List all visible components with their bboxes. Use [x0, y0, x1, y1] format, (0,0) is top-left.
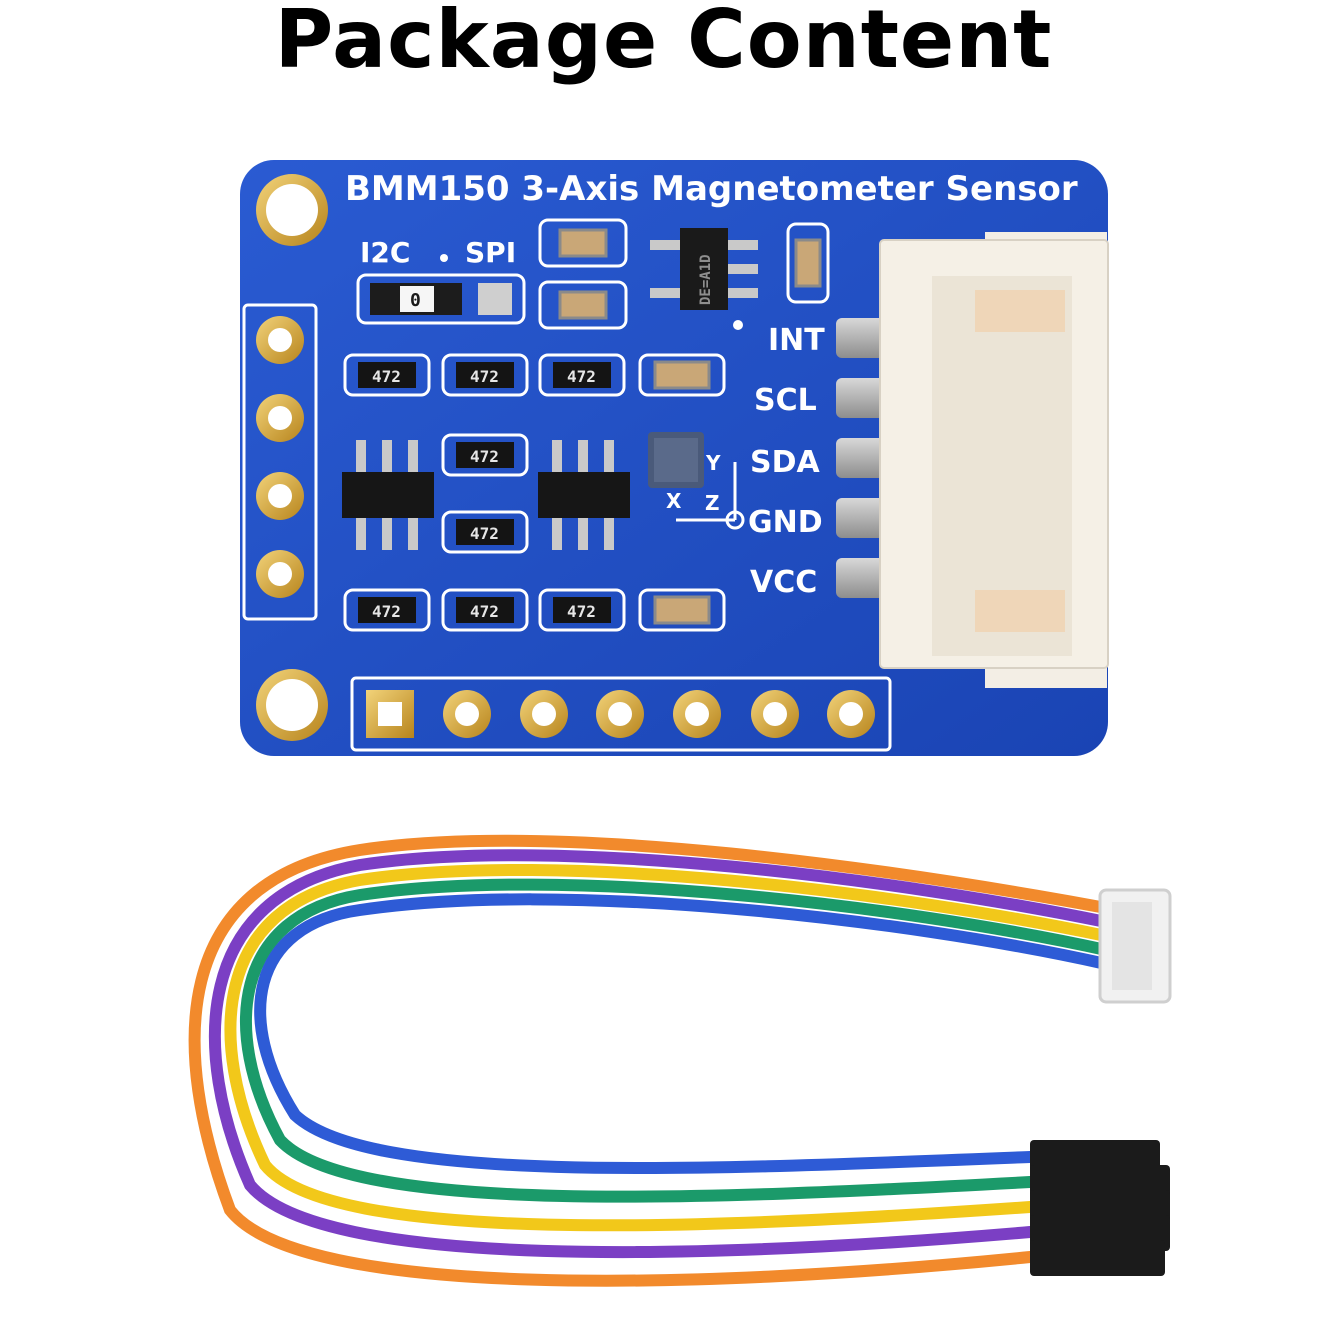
cable-connector-small [1098, 888, 1172, 1004]
svg-text:Z: Z [705, 491, 720, 515]
svg-text:0: 0 [410, 290, 421, 311]
voltage-regulator [680, 228, 728, 310]
pin-label-int: INT [768, 323, 825, 358]
resistor-row-mid: 472 472 [441, 433, 529, 554]
svg-text:472: 472 [470, 367, 499, 386]
board-title: BMM150 3-Axis Magnetometer Sensor [345, 169, 1078, 209]
pin-label-gnd: GND [748, 505, 823, 540]
mosfet-left [342, 440, 434, 550]
mosfet-right [538, 440, 630, 550]
svg-text:472: 472 [567, 367, 596, 386]
svg-text:DE=A1D: DE=A1D [698, 254, 714, 305]
wire-orange [188, 834, 1112, 1287]
svg-text:472: 472 [372, 602, 401, 621]
svg-text:Y: Y [705, 451, 721, 475]
pin-label-sda: SDA [750, 445, 821, 480]
left-header-outline [242, 303, 318, 621]
sensor-board: BMM150 3-Axis Magnetometer Sensor I2C SP… [240, 160, 1109, 756]
bottom-header-outline [350, 676, 892, 752]
bus-label-spi: SPI [465, 236, 516, 269]
wire-yellow [224, 864, 1112, 1232]
wire-blue [254, 893, 1112, 1174]
resistor-row-top: 472 472 472 [343, 353, 726, 397]
svg-text:472: 472 [567, 602, 596, 621]
page-title: Package Content [274, 0, 1053, 86]
svg-text:472: 472 [470, 602, 499, 621]
axis-indicator [676, 462, 745, 530]
svg-text:472: 472 [470, 524, 499, 543]
wire-green [240, 878, 1112, 1203]
svg-text:X: X [666, 489, 682, 513]
svg-text:472: 472 [372, 367, 401, 386]
jst-connector [879, 232, 1109, 688]
resistor-row-bottom: 472 472 472 [343, 588, 726, 632]
jumper-cable [188, 834, 1112, 1287]
dupont-connectors [1030, 1140, 1170, 1276]
svg-text:472: 472 [470, 447, 499, 466]
wire-purple [208, 849, 1112, 1259]
capacitor [558, 228, 608, 258]
pin-label-vcc: VCC [750, 565, 817, 600]
bus-label-i2c: I2C [360, 236, 410, 269]
pin-label-scl: SCL [754, 383, 817, 418]
